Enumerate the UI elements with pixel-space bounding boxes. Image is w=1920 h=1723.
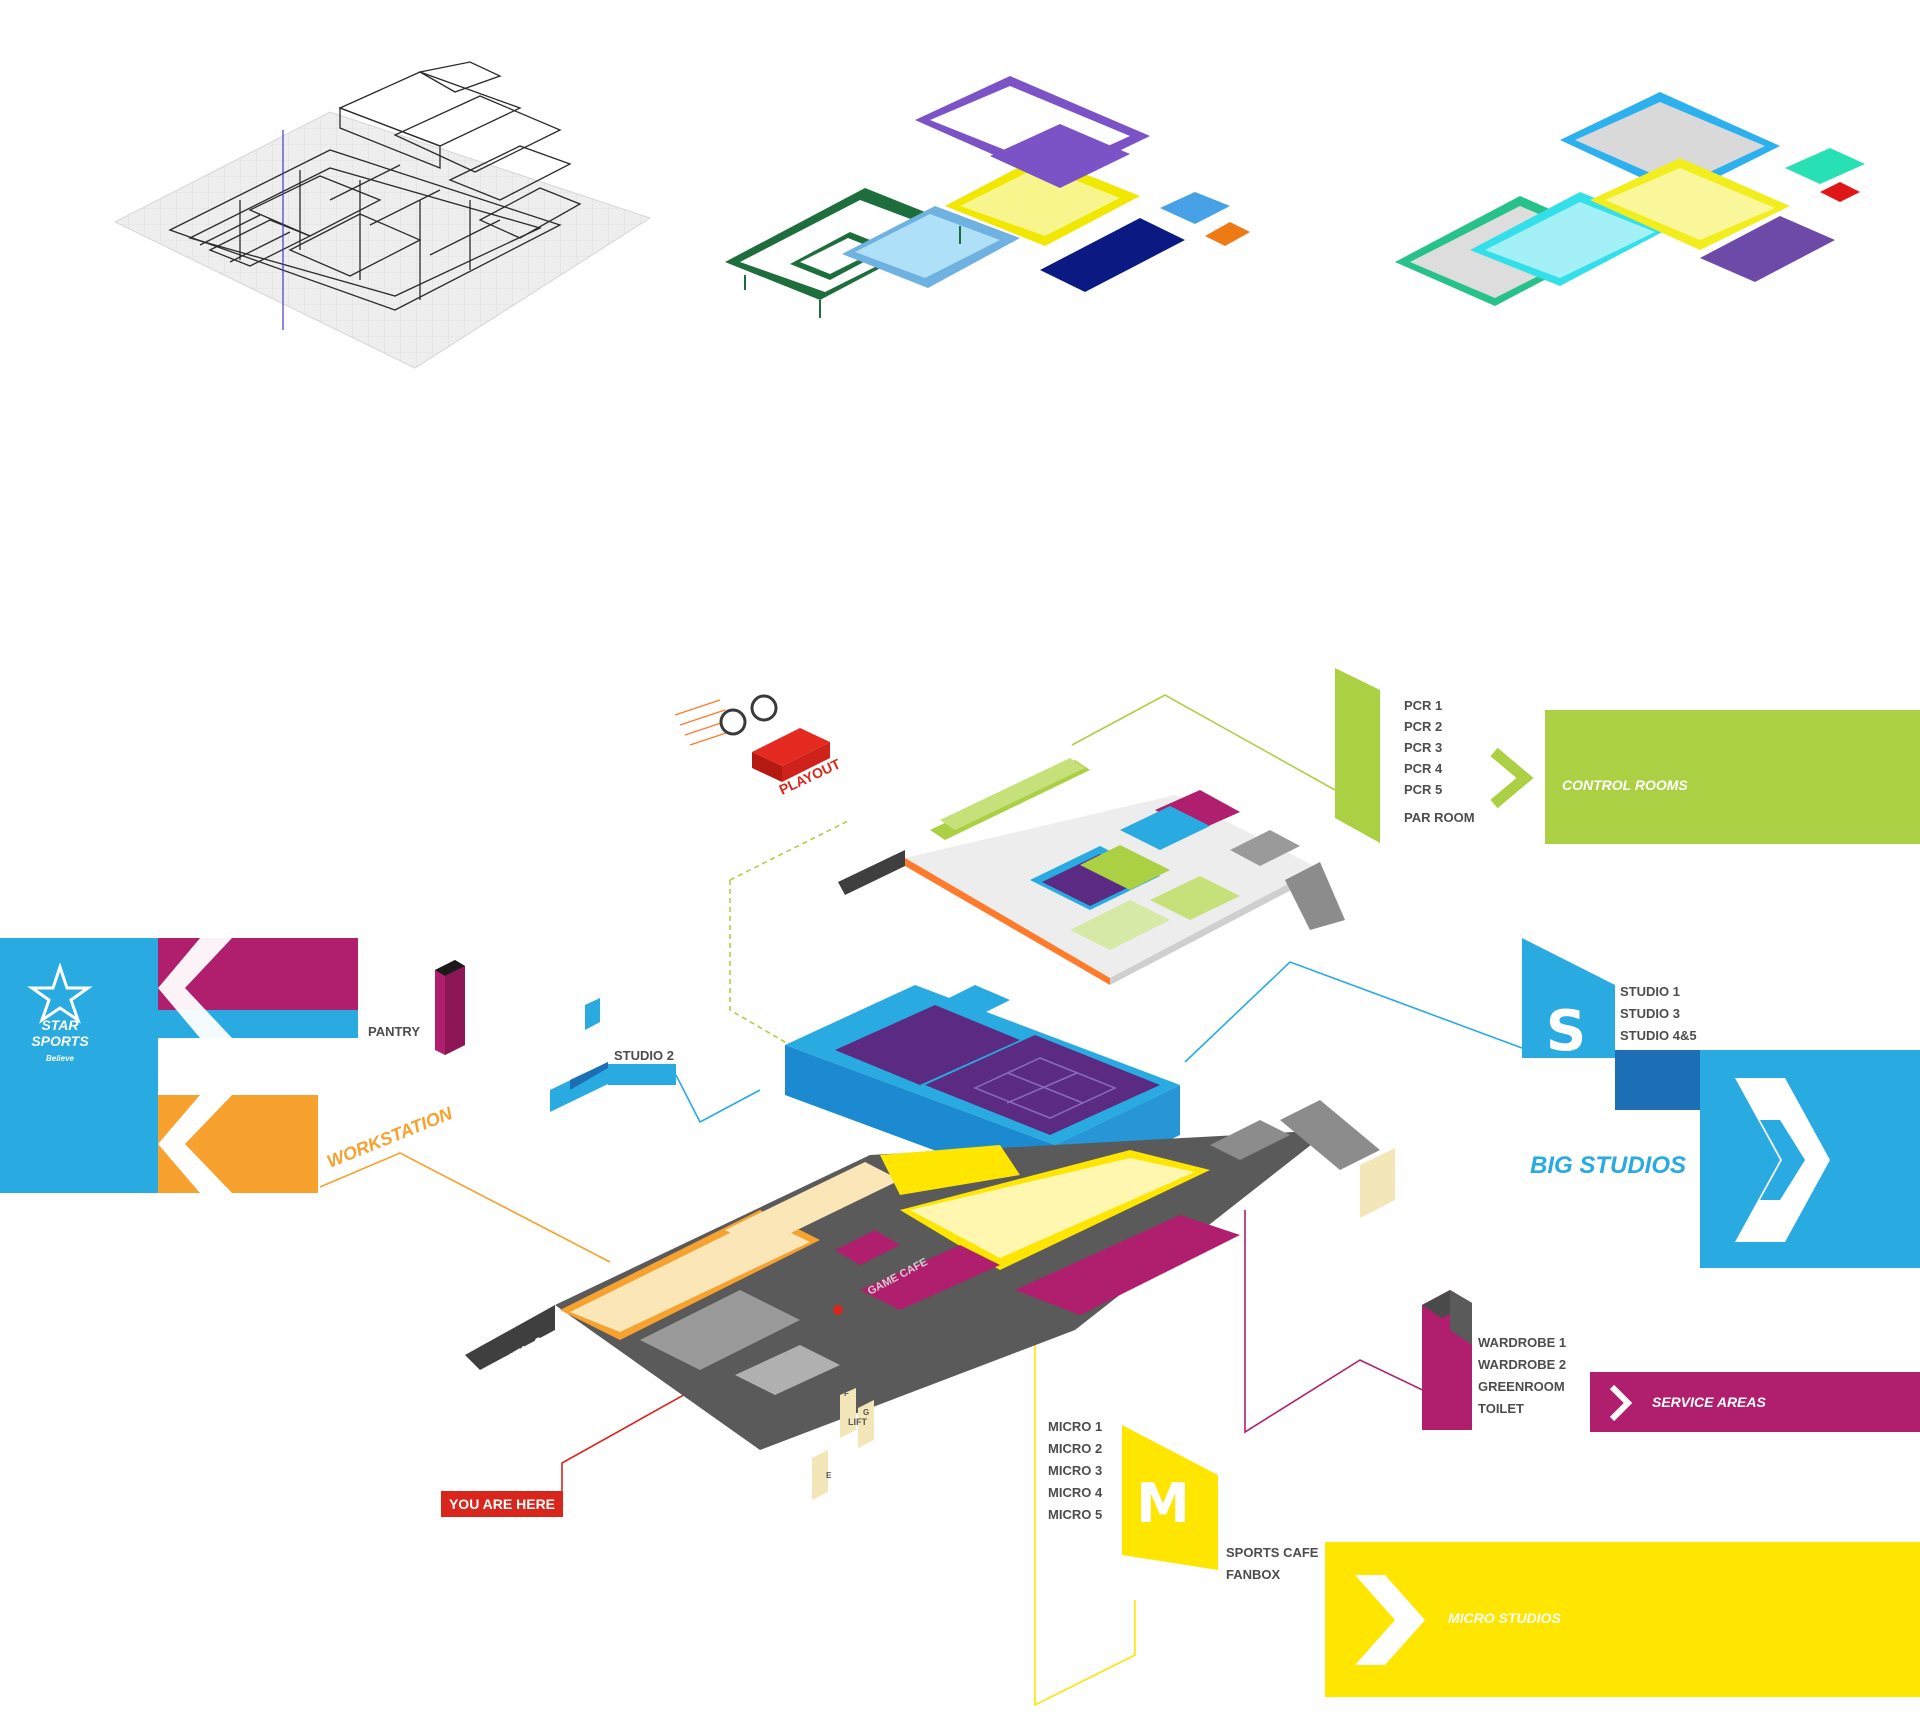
studio2-label: STUDIO 2 xyxy=(614,1048,674,1063)
lift-f-label: F xyxy=(844,1389,849,1398)
pcr-4: PCR 4 xyxy=(1404,761,1443,776)
micro-5: MICRO 5 xyxy=(1048,1507,1102,1522)
pcr-1: PCR 1 xyxy=(1404,698,1442,713)
brand-panel: STAR SPORTS Believe xyxy=(0,938,158,1193)
level6-floor xyxy=(465,1100,1395,1500)
big-studios-letter: S xyxy=(1546,999,1586,1064)
control-rooms-banner-label: CONTROL ROOMS xyxy=(1562,777,1688,793)
service-areas-group xyxy=(1422,1290,1920,1432)
lift-e-label: E xyxy=(826,1471,832,1480)
greenroom: GREENROOM xyxy=(1478,1379,1565,1394)
pcr-3: PCR 3 xyxy=(1404,740,1442,755)
you-are-here-label: YOU ARE HERE xyxy=(449,1496,555,1512)
control-rooms-group xyxy=(1335,668,1920,844)
colored-model xyxy=(1395,92,1865,306)
wardrobe-2: WARDROBE 2 xyxy=(1478,1357,1566,1372)
micro-4: MICRO 4 xyxy=(1048,1485,1103,1500)
studio-3: STUDIO 3 xyxy=(1620,1006,1680,1021)
toilet: TOILET xyxy=(1478,1401,1524,1416)
pantry-banner xyxy=(158,938,358,1038)
brand-line1: STAR xyxy=(41,1017,79,1033)
lift-g-label: G xyxy=(863,1408,869,1417)
brand-tagline: Believe xyxy=(46,1054,75,1063)
brand-line2: SPORTS xyxy=(31,1033,89,1049)
connector-lines xyxy=(319,694,1523,1707)
studio-4-5: STUDIO 4&5 xyxy=(1620,1028,1697,1043)
star-icon xyxy=(27,962,93,1024)
fanbox: FANBOX xyxy=(1226,1567,1281,1582)
workstation-label: WORKSTATION xyxy=(324,1103,456,1172)
you-are-here-marker xyxy=(441,1305,843,1517)
sports-cafe: SPORTS CAFE xyxy=(1226,1545,1319,1560)
micro-2: MICRO 2 xyxy=(1048,1441,1102,1456)
micro-1: MICRO 1 xyxy=(1048,1419,1102,1434)
par-room: PAR ROOM xyxy=(1404,810,1475,825)
playout-block xyxy=(674,694,830,782)
pcr-2: PCR 2 xyxy=(1404,719,1442,734)
level7-floor xyxy=(838,758,1345,985)
wireframe-model xyxy=(113,61,652,369)
micro-studios-group xyxy=(1122,1425,1920,1697)
pantry-block xyxy=(435,960,465,1055)
lift-label: LIFT xyxy=(848,1417,867,1427)
big-studios-banner-label: BIG STUDIOS xyxy=(1530,1152,1686,1179)
pcr-5: PCR 5 xyxy=(1404,782,1442,797)
studio-1: STUDIO 1 xyxy=(1620,984,1680,999)
studio2-block xyxy=(550,998,676,1112)
micro-3: MICRO 3 xyxy=(1048,1463,1102,1478)
workstation-banner xyxy=(158,1095,318,1193)
wardrobe-1: WARDROBE 1 xyxy=(1478,1335,1566,1350)
pantry-label: PANTRY xyxy=(368,1024,420,1039)
big-studios-group xyxy=(1522,938,1920,1268)
zoned-model xyxy=(725,76,1250,318)
micro-studios-banner-label: MICRO STUDIOS xyxy=(1448,1610,1561,1626)
micro-studios-letter: M xyxy=(1136,1472,1190,1535)
service-areas-banner-label: SERVICE AREAS xyxy=(1652,1394,1767,1410)
